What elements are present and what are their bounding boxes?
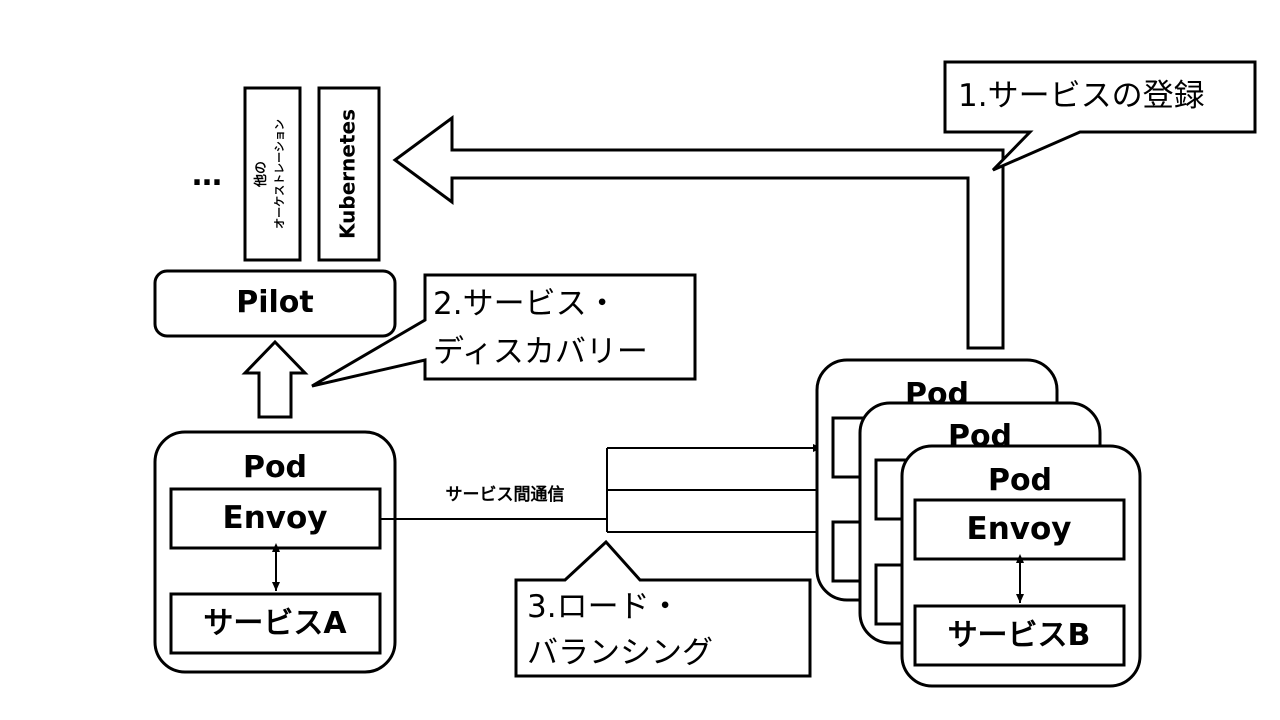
other-orchestration-line2: オーケストレーション (273, 119, 286, 229)
kubernetes-label: Kubernetes (336, 109, 360, 239)
discovery-up-arrow (241, 339, 309, 419)
pod-a-title: Pod (243, 450, 307, 485)
pilot-box (153, 269, 397, 338)
discovery-callout-line2: ディスカバリー (433, 334, 648, 370)
pod-b-title: Pod (988, 463, 1052, 498)
lb-callout-line2: バランシング (527, 635, 713, 671)
other-orchestration-line1: 他の (253, 161, 269, 188)
lb-callout (514, 539, 812, 678)
pod-b-service-label: サービスB (948, 618, 1091, 653)
pod-a-service-label: サービスA (203, 606, 347, 641)
kubernetes-box (317, 86, 381, 262)
lb-callout-line1: 3.ロード・ (527, 589, 681, 625)
pod-a-service-box (169, 592, 382, 655)
pod-a-envoy-label: Envoy (223, 500, 328, 536)
discovery-callout (311, 273, 697, 388)
pilot-label: Pilot (236, 285, 314, 320)
discovery-callout-line1: 2.サービス・ (433, 286, 618, 322)
service-link-label: サービス間通信 (446, 484, 565, 505)
pod-b-envoy-label: Envoy (967, 511, 1072, 547)
other-orchestration-box (243, 86, 302, 262)
registration-arrow (392, 115, 1005, 350)
ellipsis-text: … (192, 158, 222, 193)
registration-callout-text: 1.サービスの登録 (958, 78, 1205, 114)
pod-b-service-box (913, 604, 1126, 667)
registration-callout (943, 60, 1257, 172)
pod-b-front: Pod Envoy サービスB (900, 444, 1142, 688)
